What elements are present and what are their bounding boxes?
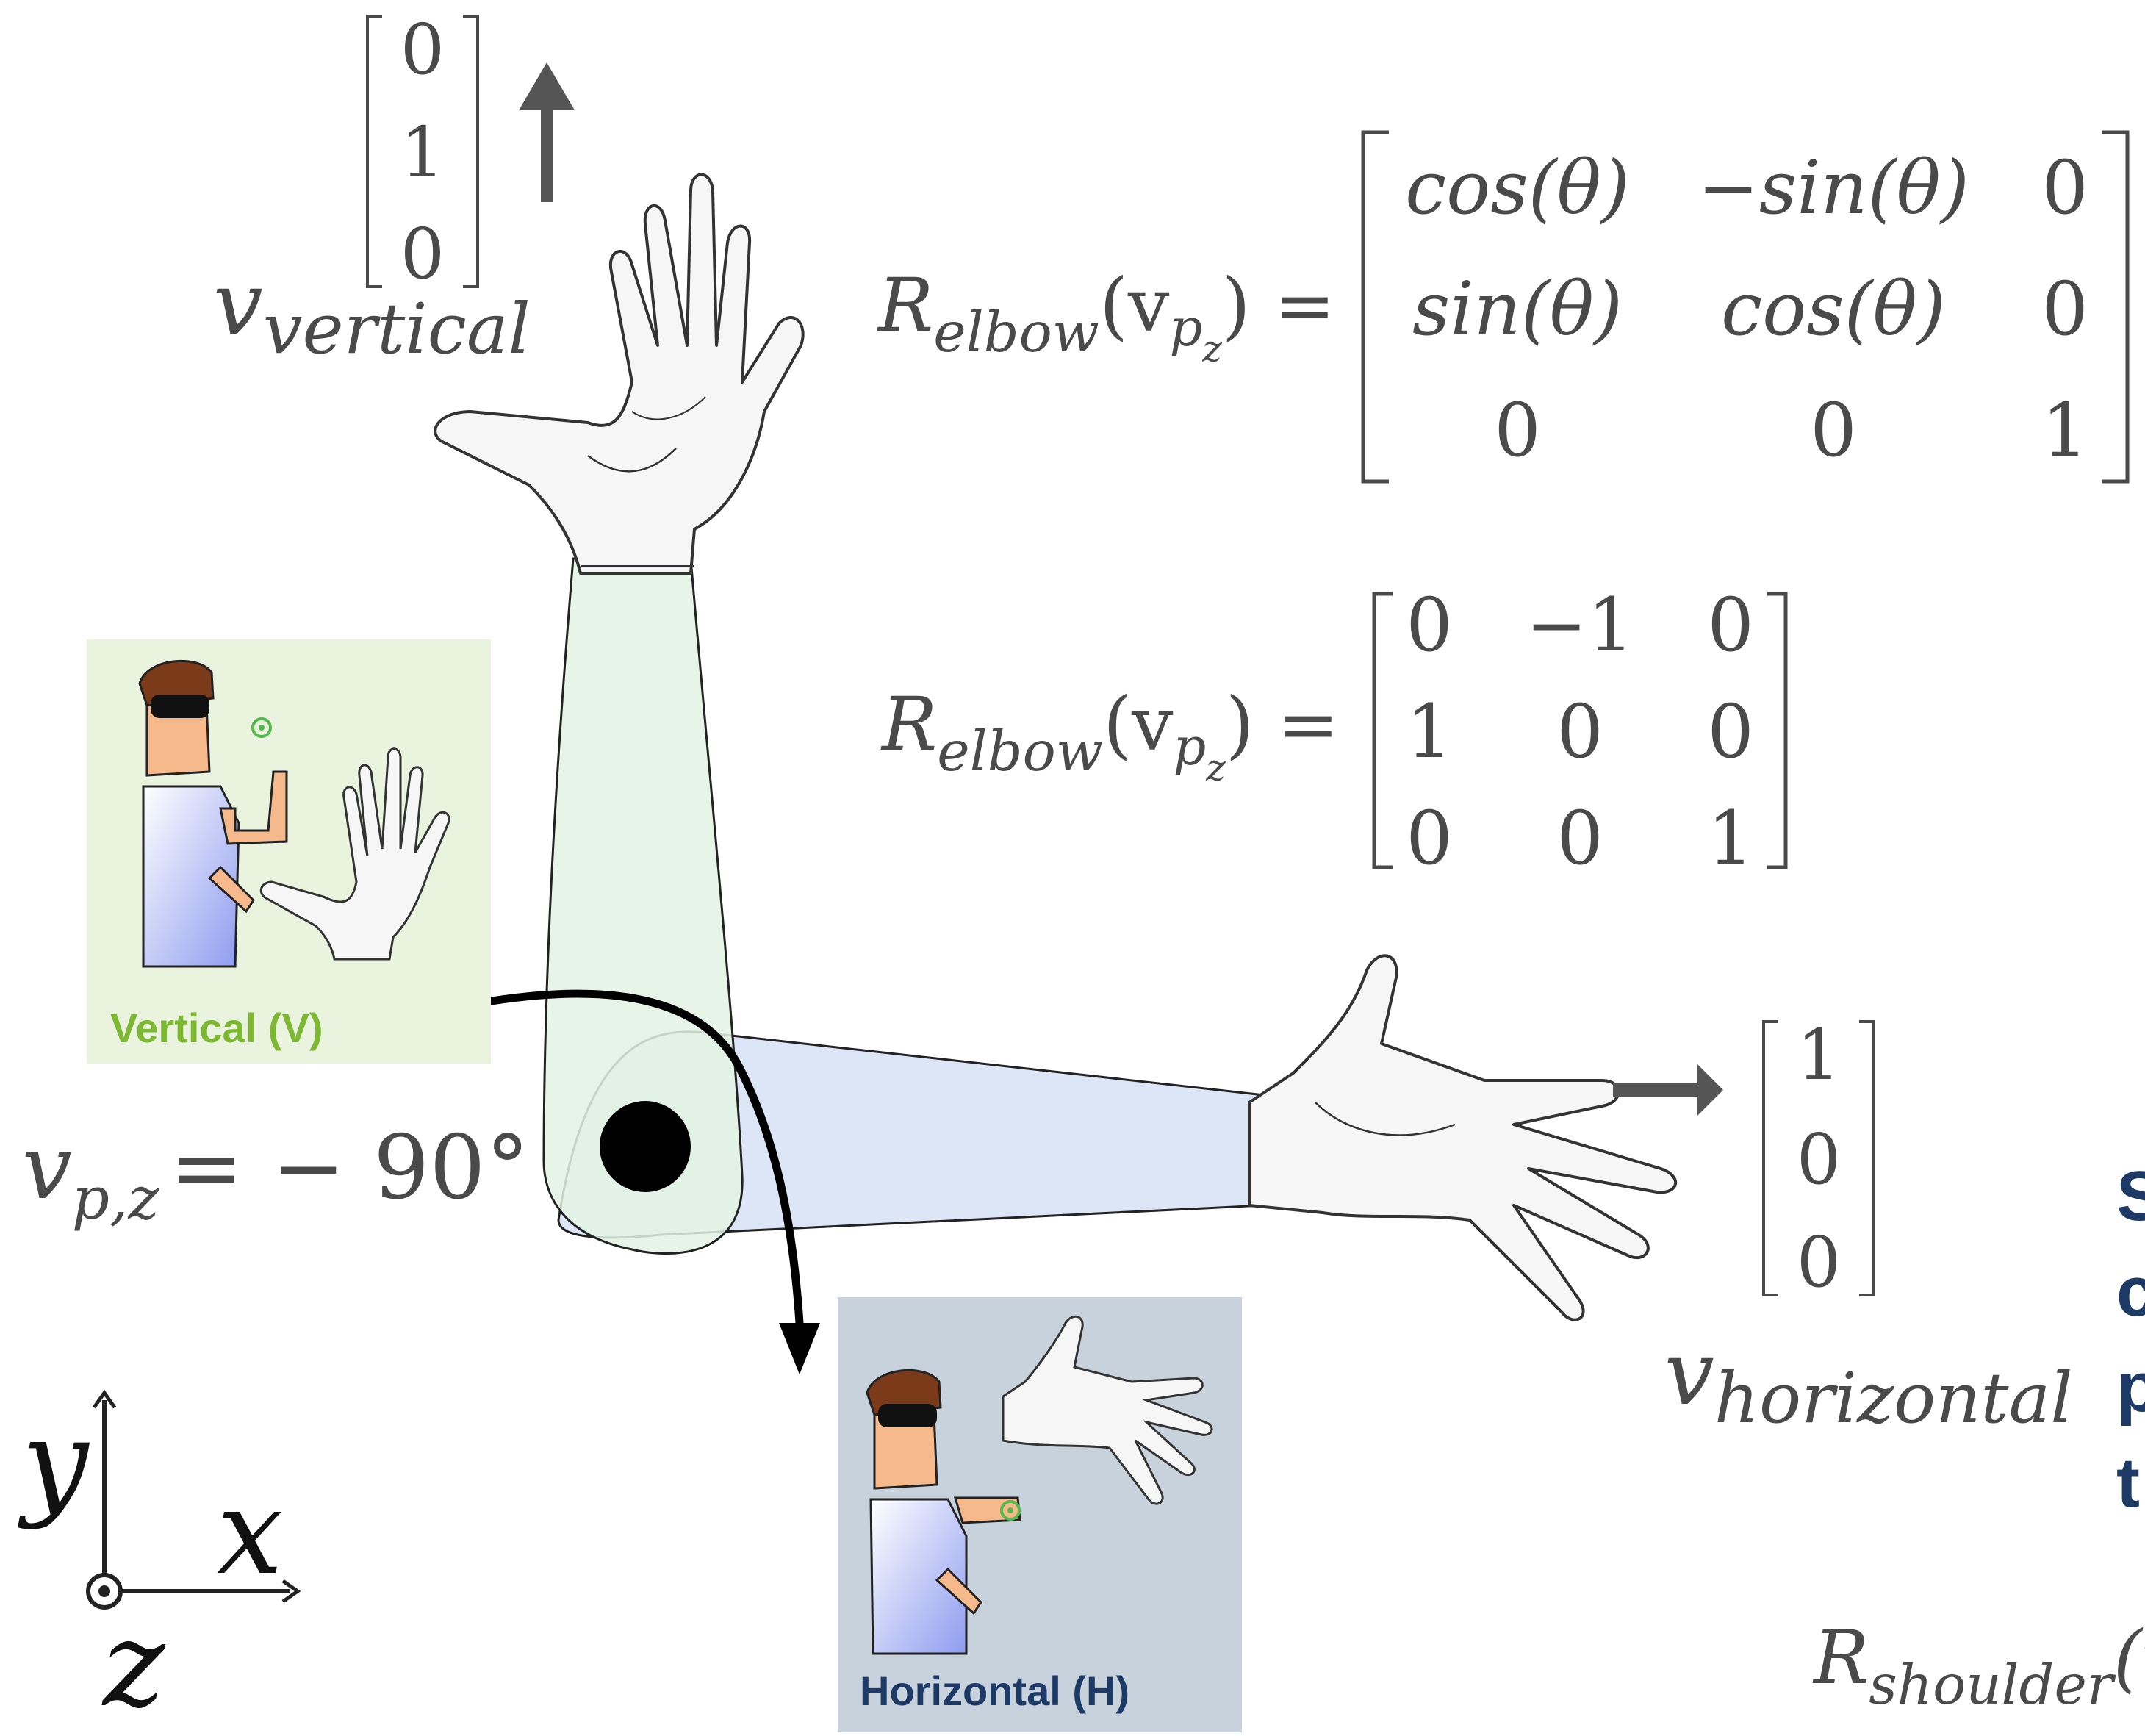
eq1-r2c2: cos(θ) [1721, 266, 1946, 352]
vertical-vector-label: vvertical [213, 254, 531, 370]
eq2-r1c3: 0 [1707, 582, 1754, 668]
eq2-r3c1: 0 [1406, 795, 1453, 881]
vertical-vector-entry-1: 0 [400, 10, 445, 90]
equation-specific: Relbow(vpz) = 0 −1 0 1 0 0 0 0 1 [880, 582, 1786, 881]
horizontal-vector-entry-1: 1 [1797, 1015, 1841, 1096]
svg-text:Relbow(vpz) =: Relbow(vpz) = [880, 681, 1339, 789]
eq1-r1c1: cos(θ) [1405, 145, 1630, 231]
elbow-joint [600, 1101, 691, 1192]
svg-text:Relbow(vpz) =: Relbow(vpz) = [877, 262, 1335, 370]
eq2-r2c2: 0 [1556, 689, 1603, 775]
eq1-r2c3: 0 [2041, 266, 2088, 352]
axis-y-label: y [18, 1394, 90, 1531]
svg-text:vvertical: vvertical [213, 254, 531, 370]
eq1-r2c1: sin(θ) [1412, 266, 1623, 352]
eq2-r1c1: 0 [1406, 582, 1453, 668]
eq2-r3c3: 1 [1707, 795, 1754, 881]
vertical-vector: 0 1 0 [367, 10, 478, 295]
shoulder-equation-partial: Rshoulder(v [1812, 1615, 2145, 1717]
eq2-r3c2: 0 [1556, 795, 1603, 881]
svg-text:S: S [2116, 1157, 2145, 1235]
horizontal-vector-entry-3: 0 [1797, 1222, 1841, 1303]
horizontal-vector-entry-2: 0 [1797, 1119, 1841, 1200]
horizontal-pose-panel: Horizontal (H) [838, 1297, 1242, 1732]
svg-text:c: c [2116, 1252, 2145, 1331]
svg-text:vhorizontal: vhorizontal [1664, 1323, 2073, 1439]
horizontal-vector: 1 0 0 [1764, 1015, 1874, 1303]
eq2-r2c1: 1 [1406, 689, 1453, 775]
svg-text:Rshoulder(v: Rshoulder(v [1812, 1615, 2145, 1717]
vertical-vector-entry-2: 1 [400, 112, 445, 193]
coordinate-axes: y x z [18, 1393, 298, 1733]
vertical-pose-panel: Vertical (V) [87, 639, 491, 1064]
axis-z-label: z [101, 1596, 166, 1733]
hand-sketch-horizontal [1249, 955, 1675, 1319]
eq2-r2c3: 0 [1707, 689, 1754, 775]
svg-text:vp,z= − 90°: vp,z= − 90° [22, 1117, 530, 1233]
eq1-r3c1: 0 [1494, 387, 1541, 473]
cut-off-side-text: S c p t [2116, 1157, 2145, 1522]
vertical-direction-arrow [519, 62, 575, 202]
vertical-vector-entry-3: 0 [400, 214, 445, 295]
eq2-r1c2: −1 [1526, 582, 1634, 668]
axis-x-label: x [217, 1463, 283, 1601]
horizontal-vector-label: vhorizontal [1664, 1323, 2073, 1439]
horizontal-pose-label: Horizontal (H) [860, 1668, 1129, 1714]
eq1-r3c3: 1 [2041, 387, 2088, 473]
eq1-r1c2: −sin(θ) [1697, 145, 1969, 231]
svg-text:p: p [2116, 1348, 2145, 1427]
svg-text:t: t [2116, 1443, 2140, 1522]
vertical-pose-label: Vertical (V) [110, 1005, 323, 1051]
equation-general: Relbow(vpz) = cos(θ) −sin(θ) 0 sin(θ) co… [877, 132, 2127, 481]
horizontal-direction-arrow [1613, 1064, 1723, 1116]
eq1-r1c3: 0 [2041, 145, 2088, 231]
eq1-r3c2: 0 [1810, 387, 1857, 473]
hand-sketch-vertical [435, 175, 803, 574]
rotation-angle-label: vp,z= − 90° [22, 1117, 530, 1233]
